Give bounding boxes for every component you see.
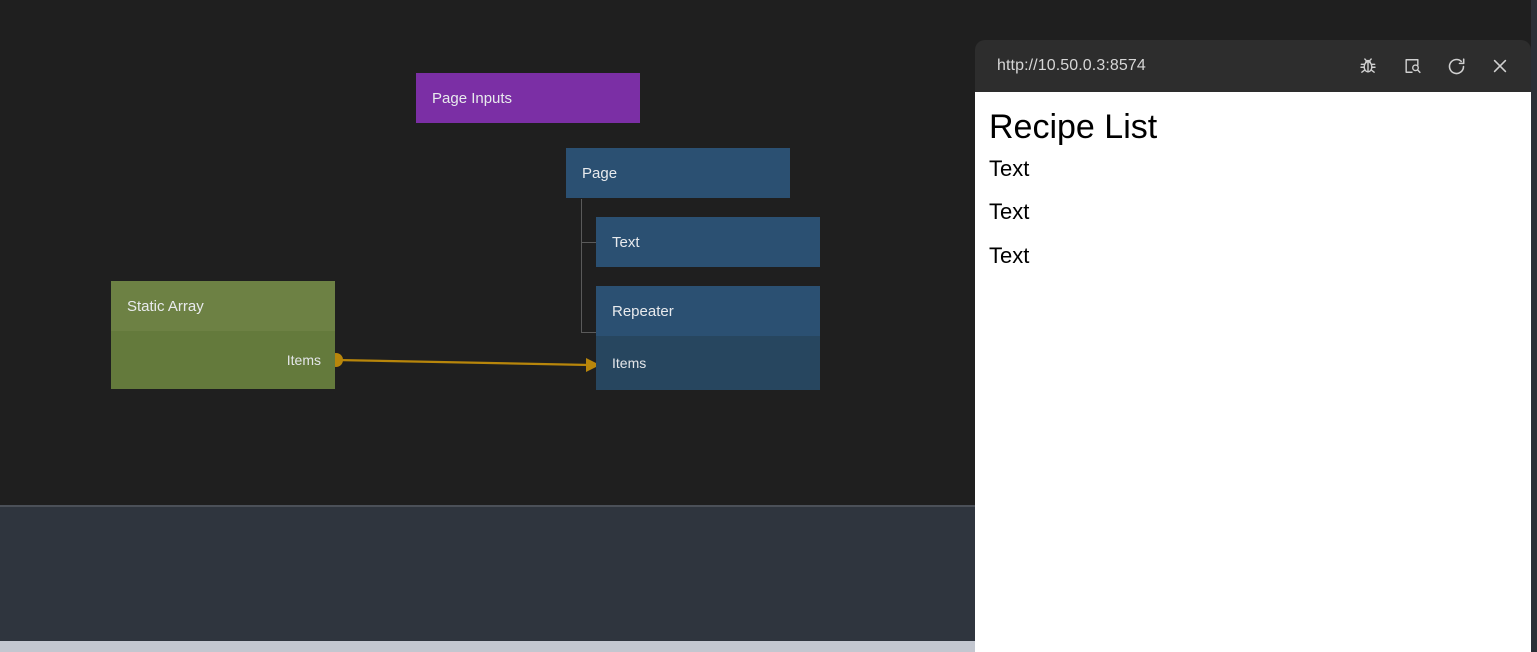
- wire-static-array-to-repeater: [335, 358, 591, 367]
- tree-connector-vertical: [581, 199, 582, 333]
- bottom-status-bar: [0, 641, 1537, 652]
- list-item: Text: [989, 199, 1030, 224]
- page-title: Recipe List: [989, 108, 1158, 146]
- bug-icon[interactable]: [1357, 55, 1379, 77]
- node-page-inputs[interactable]: Page Inputs: [416, 73, 640, 123]
- node-repeater[interactable]: Repeater Items: [596, 286, 820, 390]
- node-header: Text: [596, 217, 820, 267]
- node-header: Repeater: [596, 286, 820, 336]
- browser-titlebar[interactable]: http://10.50.0.3:8574: [975, 40, 1531, 92]
- node-title: Static Array: [127, 297, 204, 315]
- tree-connector-to-repeater: [581, 332, 596, 333]
- node-input-port-items[interactable]: Items: [596, 336, 820, 390]
- node-title: Repeater: [612, 302, 674, 320]
- port-label: Items: [286, 352, 321, 368]
- node-output-port-items[interactable]: Items: [111, 331, 335, 389]
- node-title: Page Inputs: [432, 89, 513, 107]
- inspect-page-icon[interactable]: [1401, 55, 1423, 77]
- node-text[interactable]: Text: [596, 217, 820, 267]
- node-header: Static Array: [111, 281, 335, 331]
- node-header: Page Inputs: [416, 73, 640, 123]
- tree-connector-to-text: [581, 242, 596, 243]
- node-header: Page: [566, 148, 790, 198]
- close-icon[interactable]: [1489, 55, 1511, 77]
- browser-toolbar: [1357, 55, 1531, 77]
- browser-content-area: Recipe List Text Text Text: [975, 92, 1531, 652]
- browser-url-text[interactable]: http://10.50.0.3:8574: [997, 57, 1146, 74]
- canvas-divider[interactable]: [0, 505, 1537, 507]
- node-page[interactable]: Page: [566, 148, 790, 198]
- browser-preview-panel: http://10.50.0.3:8574: [975, 40, 1531, 652]
- node-title: Page: [582, 164, 618, 182]
- right-gutter: [1531, 0, 1537, 652]
- list-item: Text: [989, 242, 1030, 268]
- node-static-array[interactable]: Static Array Items: [111, 281, 335, 389]
- reload-icon[interactable]: [1445, 55, 1467, 77]
- node-title: Text: [612, 233, 640, 251]
- port-label: Items: [612, 355, 647, 371]
- list-item: Text: [989, 155, 1030, 181]
